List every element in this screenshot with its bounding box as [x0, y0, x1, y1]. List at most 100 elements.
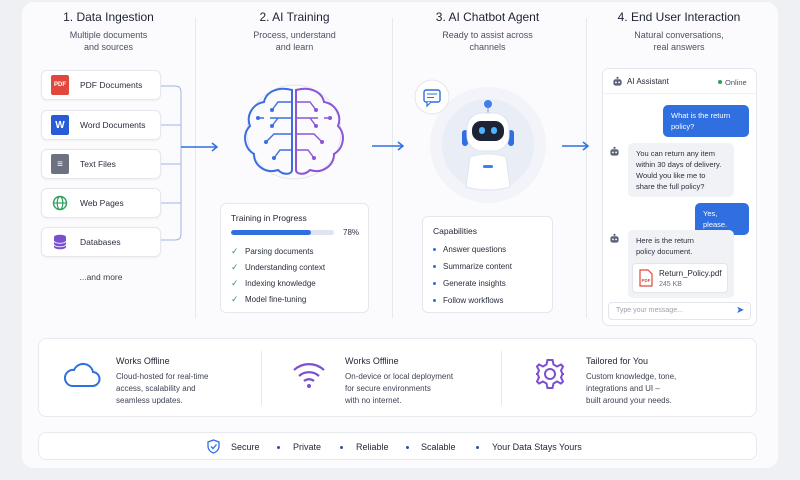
source-label: Word Documents	[80, 120, 146, 130]
bot-avatar-icon	[610, 233, 619, 243]
feature-line: access, scalability and	[116, 384, 196, 393]
feature-title: Works Offline	[116, 356, 170, 366]
column-ai-training: 2. AI Training Process, understand and l…	[213, 0, 376, 330]
check-icon: ✓	[231, 278, 239, 288]
step-label: Parsing documents	[245, 247, 314, 256]
source-web-pages: Web Pages	[41, 188, 161, 218]
column-title: 3. AI Chatbot Agent	[435, 10, 540, 24]
feature-line: seamless updates.	[116, 396, 183, 405]
wifi-icon	[293, 363, 325, 388]
assistant-status: Online	[725, 78, 747, 87]
text-file-icon: ≡	[51, 154, 69, 174]
flow-arrow-1	[161, 85, 219, 241]
column-title: 2. AI Training	[259, 10, 330, 24]
subtitle-line: and learn	[275, 42, 314, 52]
training-progress-card: Training in Progress 78% ✓ Parsing docume…	[220, 203, 369, 313]
feature-line: built around your needs.	[586, 396, 672, 405]
subtitle-line: Multiple documents	[69, 30, 148, 40]
separator-dot	[476, 446, 479, 449]
feature-line: Cloud-hosted for real-time	[116, 372, 209, 381]
capabilities-card: Capabilities Answer questions Summarize …	[422, 216, 553, 313]
capability-label: Answer questions	[443, 245, 507, 254]
bot-avatar-icon	[613, 76, 622, 86]
send-icon[interactable]: ➤	[736, 305, 745, 316]
footer-item: Scalable	[421, 442, 456, 452]
progress-fill	[231, 230, 312, 235]
input-placeholder: Type your message...	[616, 307, 683, 314]
more-sources-label: ...and more	[79, 272, 123, 282]
subtitle-line: Natural conversations,	[634, 30, 724, 40]
source-pdf: PDF PDF Documents	[41, 70, 161, 100]
subtitle-line: Process, understand	[253, 30, 336, 40]
capability-label: Summarize content	[443, 262, 512, 271]
footer-item: Reliable	[356, 442, 389, 452]
source-databases: Databases	[41, 227, 161, 257]
subtitle-line: channels	[469, 42, 506, 52]
source-label: PDF Documents	[80, 80, 143, 90]
source-word: W Word Documents	[41, 110, 161, 140]
training-title: Training in Progress	[231, 213, 307, 223]
word-icon: W	[51, 115, 69, 135]
feature-divider	[501, 351, 502, 405]
cloud-icon	[63, 362, 101, 387]
training-step: ✓Indexing knowledge	[231, 278, 316, 289]
feature-line: with no internet.	[345, 396, 402, 405]
user-message: Yes, please.	[695, 203, 749, 235]
file-size: 245 KB	[659, 281, 682, 288]
source-text-files: ≡ Text Files	[41, 149, 161, 179]
training-step: ✓ Model fine-tuning	[231, 294, 306, 305]
source-label: Databases	[80, 237, 121, 247]
user-message: What is the return policy?	[663, 105, 749, 137]
source-label: Web Pages	[80, 198, 124, 208]
feature-title: Works Offline	[345, 356, 399, 366]
feature-description: Custom knowledge, tone, integrations and…	[586, 371, 676, 407]
check-icon: ✓	[231, 246, 239, 256]
shield-icon	[207, 439, 220, 454]
bullet-icon	[433, 282, 436, 285]
training-step: ✓ Understanding context	[231, 262, 325, 273]
values-footer: Secure Private Reliable Scalable Your Da…	[38, 432, 757, 460]
capability-item: Answer questions	[433, 245, 506, 254]
footer-item: Secure	[231, 442, 260, 452]
subtitle-line: real answers	[653, 42, 705, 52]
column-divider	[586, 18, 587, 318]
footer-item: Your Data Stays Yours	[492, 442, 582, 452]
check-icon: ✓	[231, 294, 239, 304]
brain-icon	[244, 84, 344, 180]
message-input[interactable]: Type your message... ➤	[608, 302, 751, 320]
column-divider	[392, 18, 393, 318]
file-attachment[interactable]: PDF Return_Policy.pdf 245 KB	[632, 263, 728, 293]
column-title: 1. Data Ingestion	[63, 10, 154, 24]
database-icon	[51, 232, 69, 252]
online-indicator	[718, 80, 722, 84]
column-subtitle: Ready to assist across channels	[406, 29, 569, 53]
column-subtitle: Natural conversations, real answers	[594, 29, 764, 53]
capability-item: Generate insights	[433, 279, 506, 288]
svg-text:PDF: PDF	[642, 278, 651, 283]
check-icon: ✓	[231, 262, 239, 272]
bot-message-text: Here is the return policy document.	[636, 236, 694, 256]
globe-icon	[51, 193, 69, 213]
column-data-ingestion: 1. Data Ingestion Multiple documents and…	[27, 0, 190, 330]
features-panel: Works Offline Cloud-hosted for real-time…	[38, 338, 757, 417]
feature-line: Custom knowledge, tone,	[586, 372, 677, 381]
progress-percent: 78%	[343, 228, 360, 237]
separator-dot	[340, 446, 343, 449]
feature-title: Tailored for You	[586, 356, 649, 366]
bot-avatar-icon	[610, 146, 619, 156]
feature-line: integrations and UI –	[586, 384, 660, 393]
bot-message: You can return any item within 30 days o…	[628, 143, 734, 197]
gear-icon	[535, 359, 565, 389]
separator-dot	[406, 446, 409, 449]
capability-item: Follow workflows	[433, 296, 503, 305]
step-label: Model fine-tuning	[245, 295, 307, 304]
pdf-icon: PDF	[51, 75, 69, 95]
bullet-icon	[433, 265, 436, 268]
pdf-icon: PDF	[639, 269, 653, 287]
column-chatbot-agent: 3. AI Chatbot Agent Ready to assist acro…	[406, 0, 569, 330]
column-subtitle: Process, understand and learn	[213, 29, 376, 53]
file-name: Return_Policy.pdf	[659, 269, 722, 278]
assistant-name: AI Assistant	[627, 77, 669, 86]
feature-line: for secure environments	[345, 384, 431, 393]
step-label: Understanding context	[245, 263, 326, 272]
